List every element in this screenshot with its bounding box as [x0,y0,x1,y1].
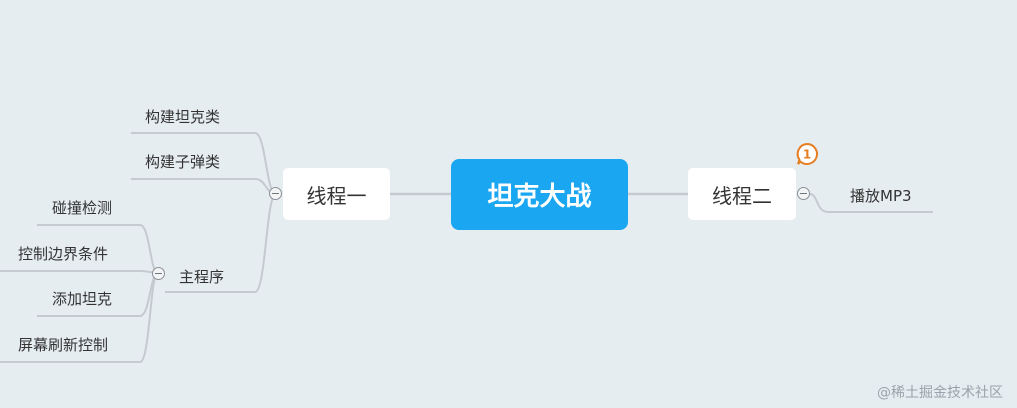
leaf-play-mp3[interactable]: 播放MP3 [850,187,912,205]
leaf-add-tank[interactable]: 添加坦克 [52,290,113,308]
leaf-build-bullet-class[interactable]: 构建子弹类 [145,153,221,171]
root-node[interactable]: 坦克大战 [451,159,628,230]
comment-badge-icon[interactable]: 1 [795,142,819,166]
badge-count: 1 [803,148,811,162]
watermark: @稀土掘金技术社区 [877,385,1003,401]
collapse-main-program-icon[interactable] [152,267,165,280]
branch-thread-one[interactable]: 线程一 [283,168,390,220]
collapse-thread-two-icon[interactable] [797,187,810,200]
collapse-thread-one-icon[interactable] [269,187,282,200]
leaf-screen-refresh-control[interactable]: 屏幕刷新控制 [18,336,109,354]
leaf-collision-detection[interactable]: 碰撞检测 [52,199,113,217]
leaf-build-tank-class[interactable]: 构建坦克类 [145,108,221,126]
branch-thread-two[interactable]: 线程二 [688,168,796,220]
leaf-boundary-control[interactable]: 控制边界条件 [18,245,109,263]
sub-branch-main-program[interactable]: 主程序 [179,268,225,286]
